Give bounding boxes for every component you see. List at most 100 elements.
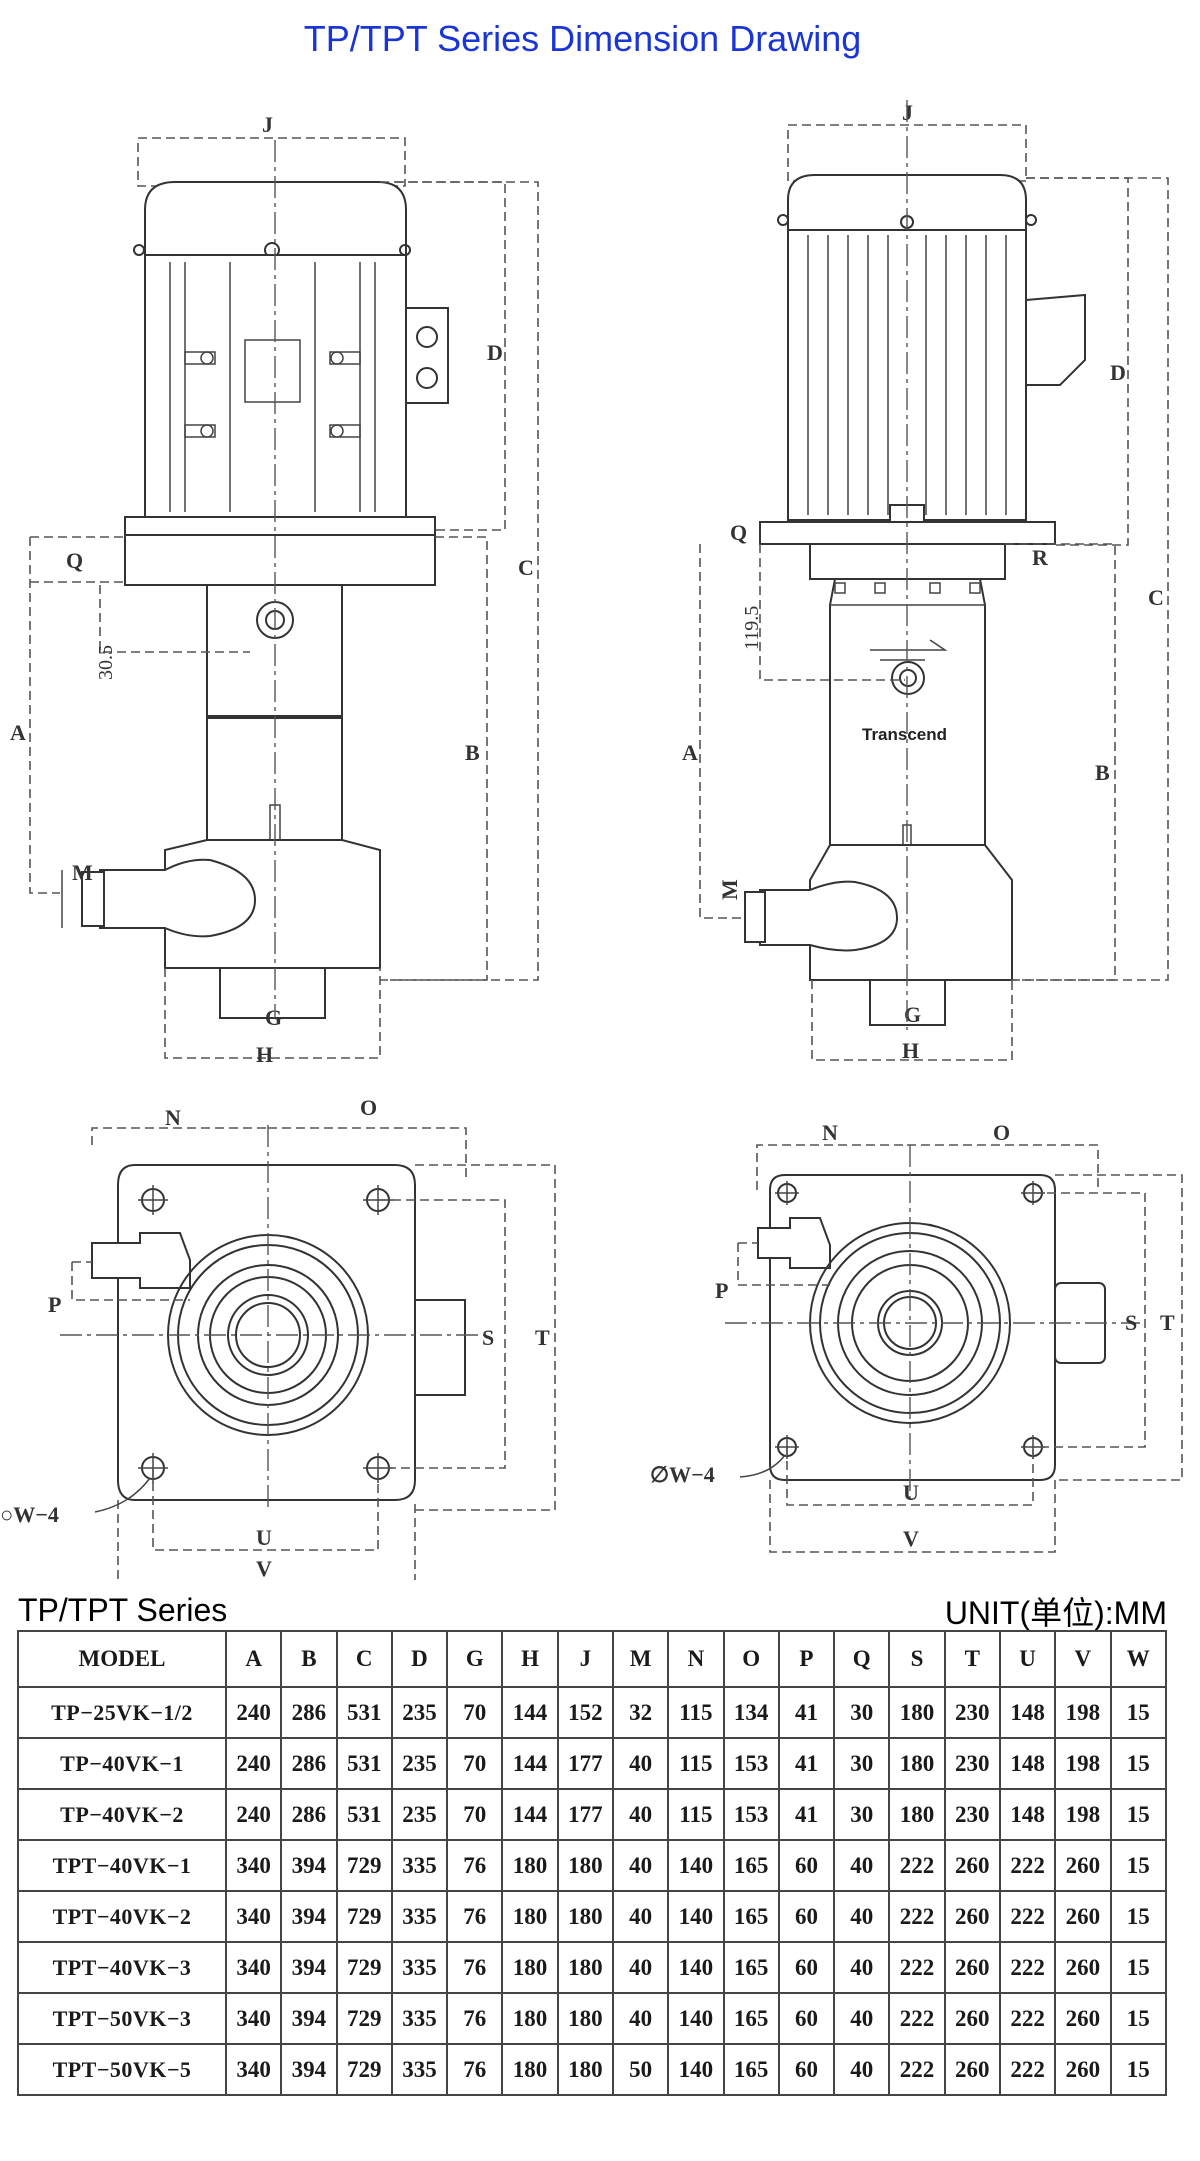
- outlet-nozzle: [99, 858, 257, 938]
- dimension-cell: 260: [1054, 1890, 1112, 1943]
- dim-box-j: [137, 137, 406, 187]
- dimension-cell: 140: [667, 1941, 725, 1994]
- dimension-cell: 260: [943, 1992, 1001, 2045]
- dimension-cell: 180: [556, 1941, 614, 1994]
- dimension-cell: 180: [556, 1992, 614, 2045]
- dimension-cell: 222: [888, 1992, 946, 2045]
- dimension-cell: 180: [501, 1992, 559, 2045]
- dimension-cell: 134: [722, 1686, 780, 1739]
- dimension-cell: 30: [833, 1737, 891, 1790]
- dim-label-h-tpt: H: [902, 1038, 919, 1063]
- dimension-cell: 165: [722, 1890, 780, 1943]
- dimension-cell: 115: [667, 1788, 725, 1841]
- dimension-cell: 70: [446, 1686, 504, 1739]
- dimension-cell: 40: [611, 1941, 670, 1994]
- table-header-cell: A: [224, 1630, 283, 1688]
- tp-front-view: J D C Q: [10, 112, 539, 1067]
- dimension-cell: 148: [998, 1737, 1057, 1790]
- dimension-cell: 240: [224, 1788, 283, 1841]
- table-header-cell: J: [556, 1630, 614, 1688]
- dimension-cell: 15: [1109, 1992, 1167, 2045]
- dimension-cell: 60: [777, 1941, 836, 1994]
- table-header-cell: S: [888, 1630, 946, 1688]
- dimension-cell: 198: [1054, 1737, 1112, 1790]
- dimension-cell: 76: [446, 1839, 504, 1892]
- tp-base-plate: [117, 1164, 416, 1501]
- dim-label-d: D: [487, 340, 503, 365]
- dimension-cell: 41: [777, 1788, 836, 1841]
- dim-label-c: C: [518, 555, 534, 580]
- dimension-cell: 260: [1054, 1941, 1112, 1994]
- dimension-cell: 180: [888, 1686, 946, 1739]
- dimension-cell: 40: [611, 1788, 670, 1841]
- table-header-cell: MODEL: [17, 1630, 227, 1688]
- dimension-cell: 230: [943, 1686, 1001, 1739]
- dim-label-m-tpt: M: [717, 879, 742, 900]
- dim-label-w: ○W−4: [0, 1502, 59, 1527]
- dim-label-h: H: [256, 1042, 273, 1067]
- dimension-cell: 729: [335, 1941, 393, 1994]
- dimension-cell: 40: [611, 1839, 670, 1892]
- dimension-cell: 30: [833, 1788, 891, 1841]
- pump-inlet: [219, 967, 326, 1019]
- tpt-vent-plug: [891, 661, 925, 695]
- dimension-cell: 222: [888, 1839, 946, 1892]
- dimension-cell: 335: [390, 1890, 449, 1943]
- cap-screw-left: [133, 244, 145, 256]
- dimension-cell: 230: [943, 1788, 1001, 1841]
- table-header-cell: W: [1109, 1630, 1167, 1688]
- dimension-cell: 148: [998, 1788, 1057, 1841]
- dimension-cell: 394: [280, 1890, 338, 1943]
- dim-label-n-tpt: N: [822, 1120, 838, 1145]
- dimension-cell: 729: [335, 2043, 393, 2096]
- dimension-cell: 41: [777, 1686, 836, 1739]
- table-header-cell: U: [998, 1630, 1057, 1688]
- tp-outlet-top: [91, 1232, 191, 1289]
- dimension-cell: 153: [722, 1737, 780, 1790]
- dim-label-o: O: [360, 1095, 377, 1120]
- dim-label-u: U: [256, 1525, 272, 1550]
- dim-label-p: P: [48, 1292, 61, 1317]
- dimension-cell: 177: [556, 1737, 614, 1790]
- dimension-cell: 222: [888, 1941, 946, 1994]
- dimension-cell: 180: [556, 1839, 614, 1892]
- table-header-cell: V: [1054, 1630, 1112, 1688]
- dimension-cell: 40: [833, 1890, 891, 1943]
- dim-label-t-tpt: T: [1160, 1310, 1175, 1335]
- dimension-cell: 76: [446, 1992, 504, 2045]
- dimension-cell: 260: [943, 2043, 1001, 2096]
- dimension-cell: 235: [390, 1737, 449, 1790]
- dimension-cell: 40: [611, 1992, 670, 2045]
- dimension-cell: 165: [722, 1992, 780, 2045]
- dimension-cell: 140: [667, 1992, 725, 2045]
- dimension-cell: 260: [1054, 1839, 1112, 1892]
- dimension-cell: 60: [777, 1839, 836, 1892]
- dimension-cell: 177: [556, 1788, 614, 1841]
- dim-label-m: M: [72, 860, 93, 885]
- dim-label-q: Q: [66, 548, 83, 573]
- dimension-cell: 240: [224, 1686, 283, 1739]
- table-header-cell: H: [501, 1630, 559, 1688]
- tpt-terminal-box: [1025, 293, 1086, 386]
- dimension-cell: 340: [224, 1992, 283, 2045]
- model-cell: TPT−50VK−3: [17, 1992, 227, 2045]
- dimension-cell: 340: [224, 1941, 283, 1994]
- table-header-cell: B: [280, 1630, 338, 1688]
- dimension-cell: 180: [501, 1890, 559, 1943]
- brand-label: Transcend: [862, 725, 947, 744]
- dim-label-a-tpt: A: [682, 740, 698, 765]
- dimension-cell: 30: [833, 1686, 891, 1739]
- dimension-cell: 140: [667, 1839, 725, 1892]
- dim-label-j: J: [262, 112, 273, 137]
- dim-label-v: V: [256, 1556, 272, 1580]
- dim-label-a: A: [10, 720, 26, 745]
- tpt-front-view: J Q R D C Transcend: [682, 100, 1169, 1063]
- dim-label-q-tpt: Q: [730, 520, 747, 545]
- model-cell: TPT−50VK−5: [17, 2043, 227, 2096]
- dimension-cell: 335: [390, 1839, 449, 1892]
- mounting-plate: [124, 534, 436, 586]
- dimension-cell: 180: [888, 1788, 946, 1841]
